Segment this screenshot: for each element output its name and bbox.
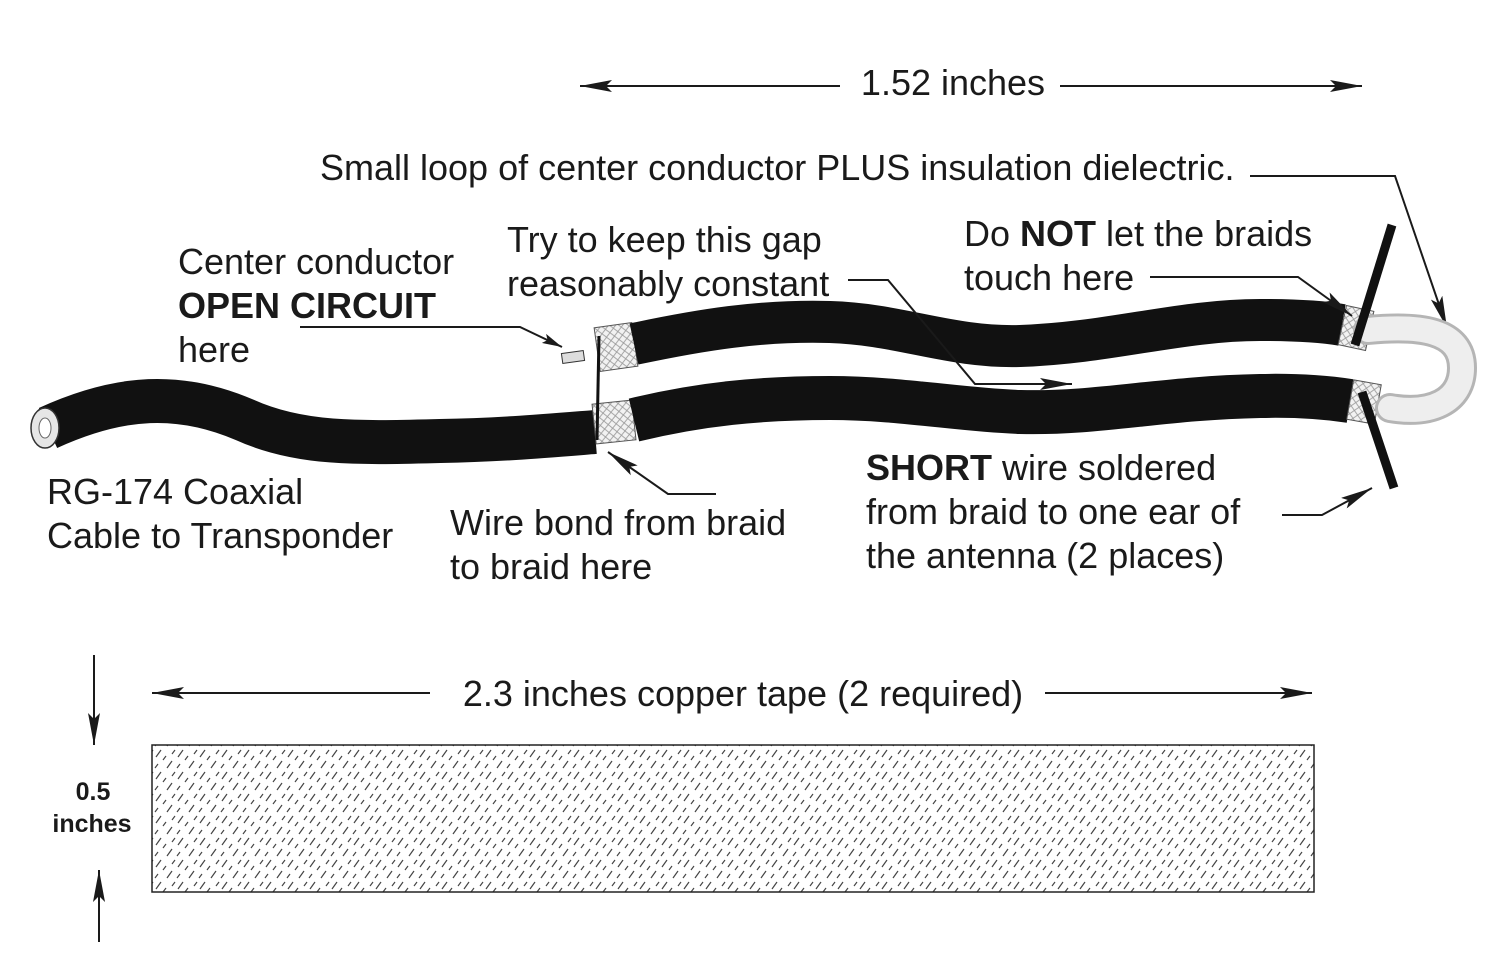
center-conductor-stub [560, 349, 586, 365]
gap-leader [848, 279, 1072, 390]
lower-braid-left [591, 399, 637, 445]
short-wire-upper [1350, 223, 1397, 347]
braids-touch-label: Do NOT let the braids touch here [964, 213, 1322, 298]
braids-touch-leader [1150, 276, 1353, 317]
upper-antenna-element [560, 298, 1375, 372]
copper-tape [151, 744, 1315, 893]
wire-bond-label: Wire bond from braid to braid here [450, 502, 796, 587]
cable-end-conductor [38, 417, 52, 439]
antenna-length-label: 1.52 inches [861, 62, 1045, 103]
short-wire-lower [1357, 390, 1399, 490]
cable-jacket [38, 378, 597, 465]
coax-label: RG-174 Coaxial Cable to Transponder [47, 471, 393, 556]
lower-cable-jacket [628, 373, 1354, 442]
loop-label: Small loop of center conductor PLUS insu… [320, 147, 1234, 188]
short-wire-leader [1282, 487, 1373, 516]
tape-width-unit: inches [52, 810, 131, 838]
antenna-length-dimension: 1.52 inches [580, 62, 1362, 103]
tape-width-dimension: 0.5 inches [52, 655, 132, 942]
open-circuit-label: Center conductor OPEN CIRCUIT here [178, 241, 464, 370]
tape-length-dimension: 2.3 inches copper tape (2 required) [152, 673, 1312, 714]
tape-length-label: 2.3 inches copper tape (2 required) [463, 673, 1023, 714]
loop-leader [1250, 175, 1448, 329]
gap-label: Try to keep this gap reasonably constant [507, 219, 832, 304]
rg174-cable [30, 378, 597, 465]
lower-antenna-element [591, 373, 1382, 445]
wire-bond-leader [607, 451, 716, 495]
open-circuit-leader [300, 326, 563, 348]
short-wire-label: SHORT wire soldered from braid to one ea… [866, 447, 1250, 576]
upper-cable-jacket [629, 298, 1346, 368]
tape-width-value: 0.5 [76, 778, 111, 806]
dielectric-loop [1356, 316, 1475, 422]
braid-bond-wire [595, 335, 601, 441]
